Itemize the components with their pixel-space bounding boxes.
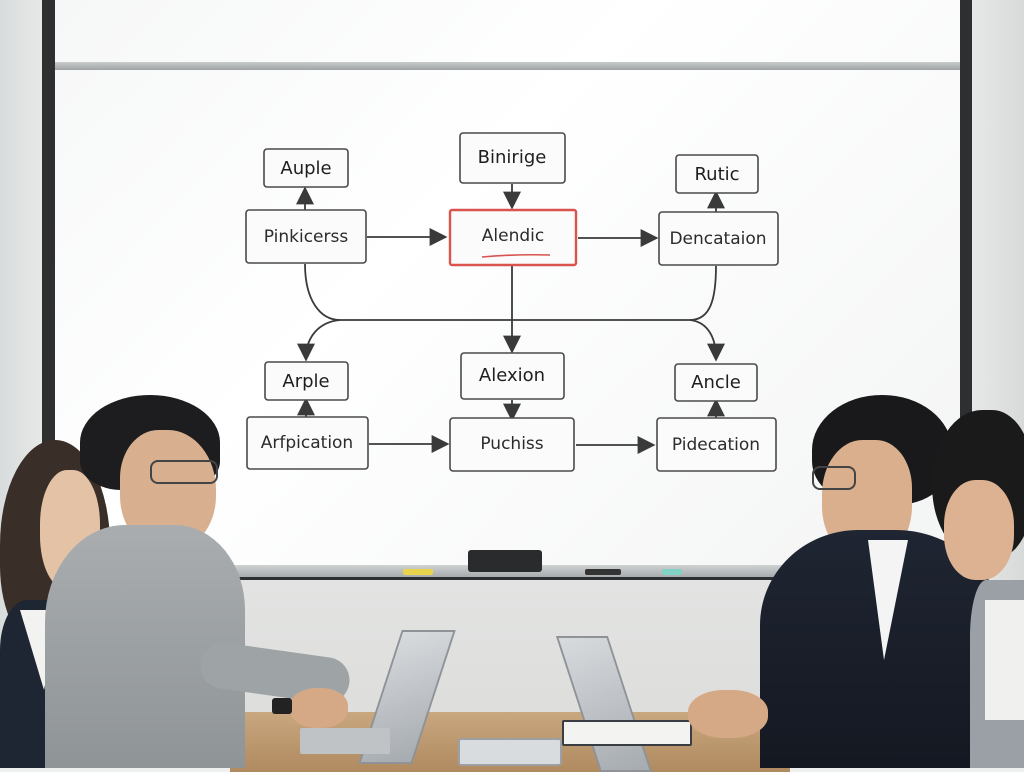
diagram-node-arple: Arple (264, 361, 349, 401)
whiteboard-top-rail (55, 62, 960, 70)
node-label: Pinkicerss (264, 227, 349, 247)
diagram-node-binirige: Binirige (459, 132, 566, 184)
laptop-left-keyboard (300, 728, 390, 754)
node-label: Ancle (691, 372, 741, 393)
black-marker (585, 569, 621, 575)
node-label: Alendic (482, 226, 544, 246)
node-label: Alexion (479, 365, 545, 386)
diagram-node-alexion: Alexion (460, 352, 565, 400)
node-label: Arple (282, 371, 329, 392)
node-label: Pidecation (672, 435, 760, 455)
diagram-node-auple: Auple (263, 148, 349, 188)
node-label: Dencataion (669, 229, 766, 249)
diagram-node-rutic: Rutic (675, 154, 759, 194)
tablet (458, 738, 562, 766)
diagram-node-alendic: Alendic (448, 208, 578, 267)
diagram-node-ancle: Ancle (674, 363, 758, 402)
notebook (562, 720, 692, 746)
yellow-marker (403, 569, 433, 575)
eraser-icon (468, 550, 542, 572)
teal-marker (662, 569, 682, 575)
diagram-node-dencataion: Dencataion (658, 211, 779, 266)
node-label: Puchiss (480, 434, 543, 454)
diagram-node-pidecation: Pidecation (656, 417, 777, 472)
diagram-node-pinkicerss: Pinkicerss (245, 209, 367, 264)
diagram-node-puchiss: Puchiss (449, 417, 575, 472)
node-label: Binirige (478, 147, 547, 168)
node-label: Rutic (694, 164, 739, 185)
diagram-connectors (296, 184, 725, 454)
diagram-node-arfpication: Arfpication (246, 416, 369, 470)
node-label: Arfpication (261, 433, 353, 453)
node-label: Auple (280, 158, 331, 179)
